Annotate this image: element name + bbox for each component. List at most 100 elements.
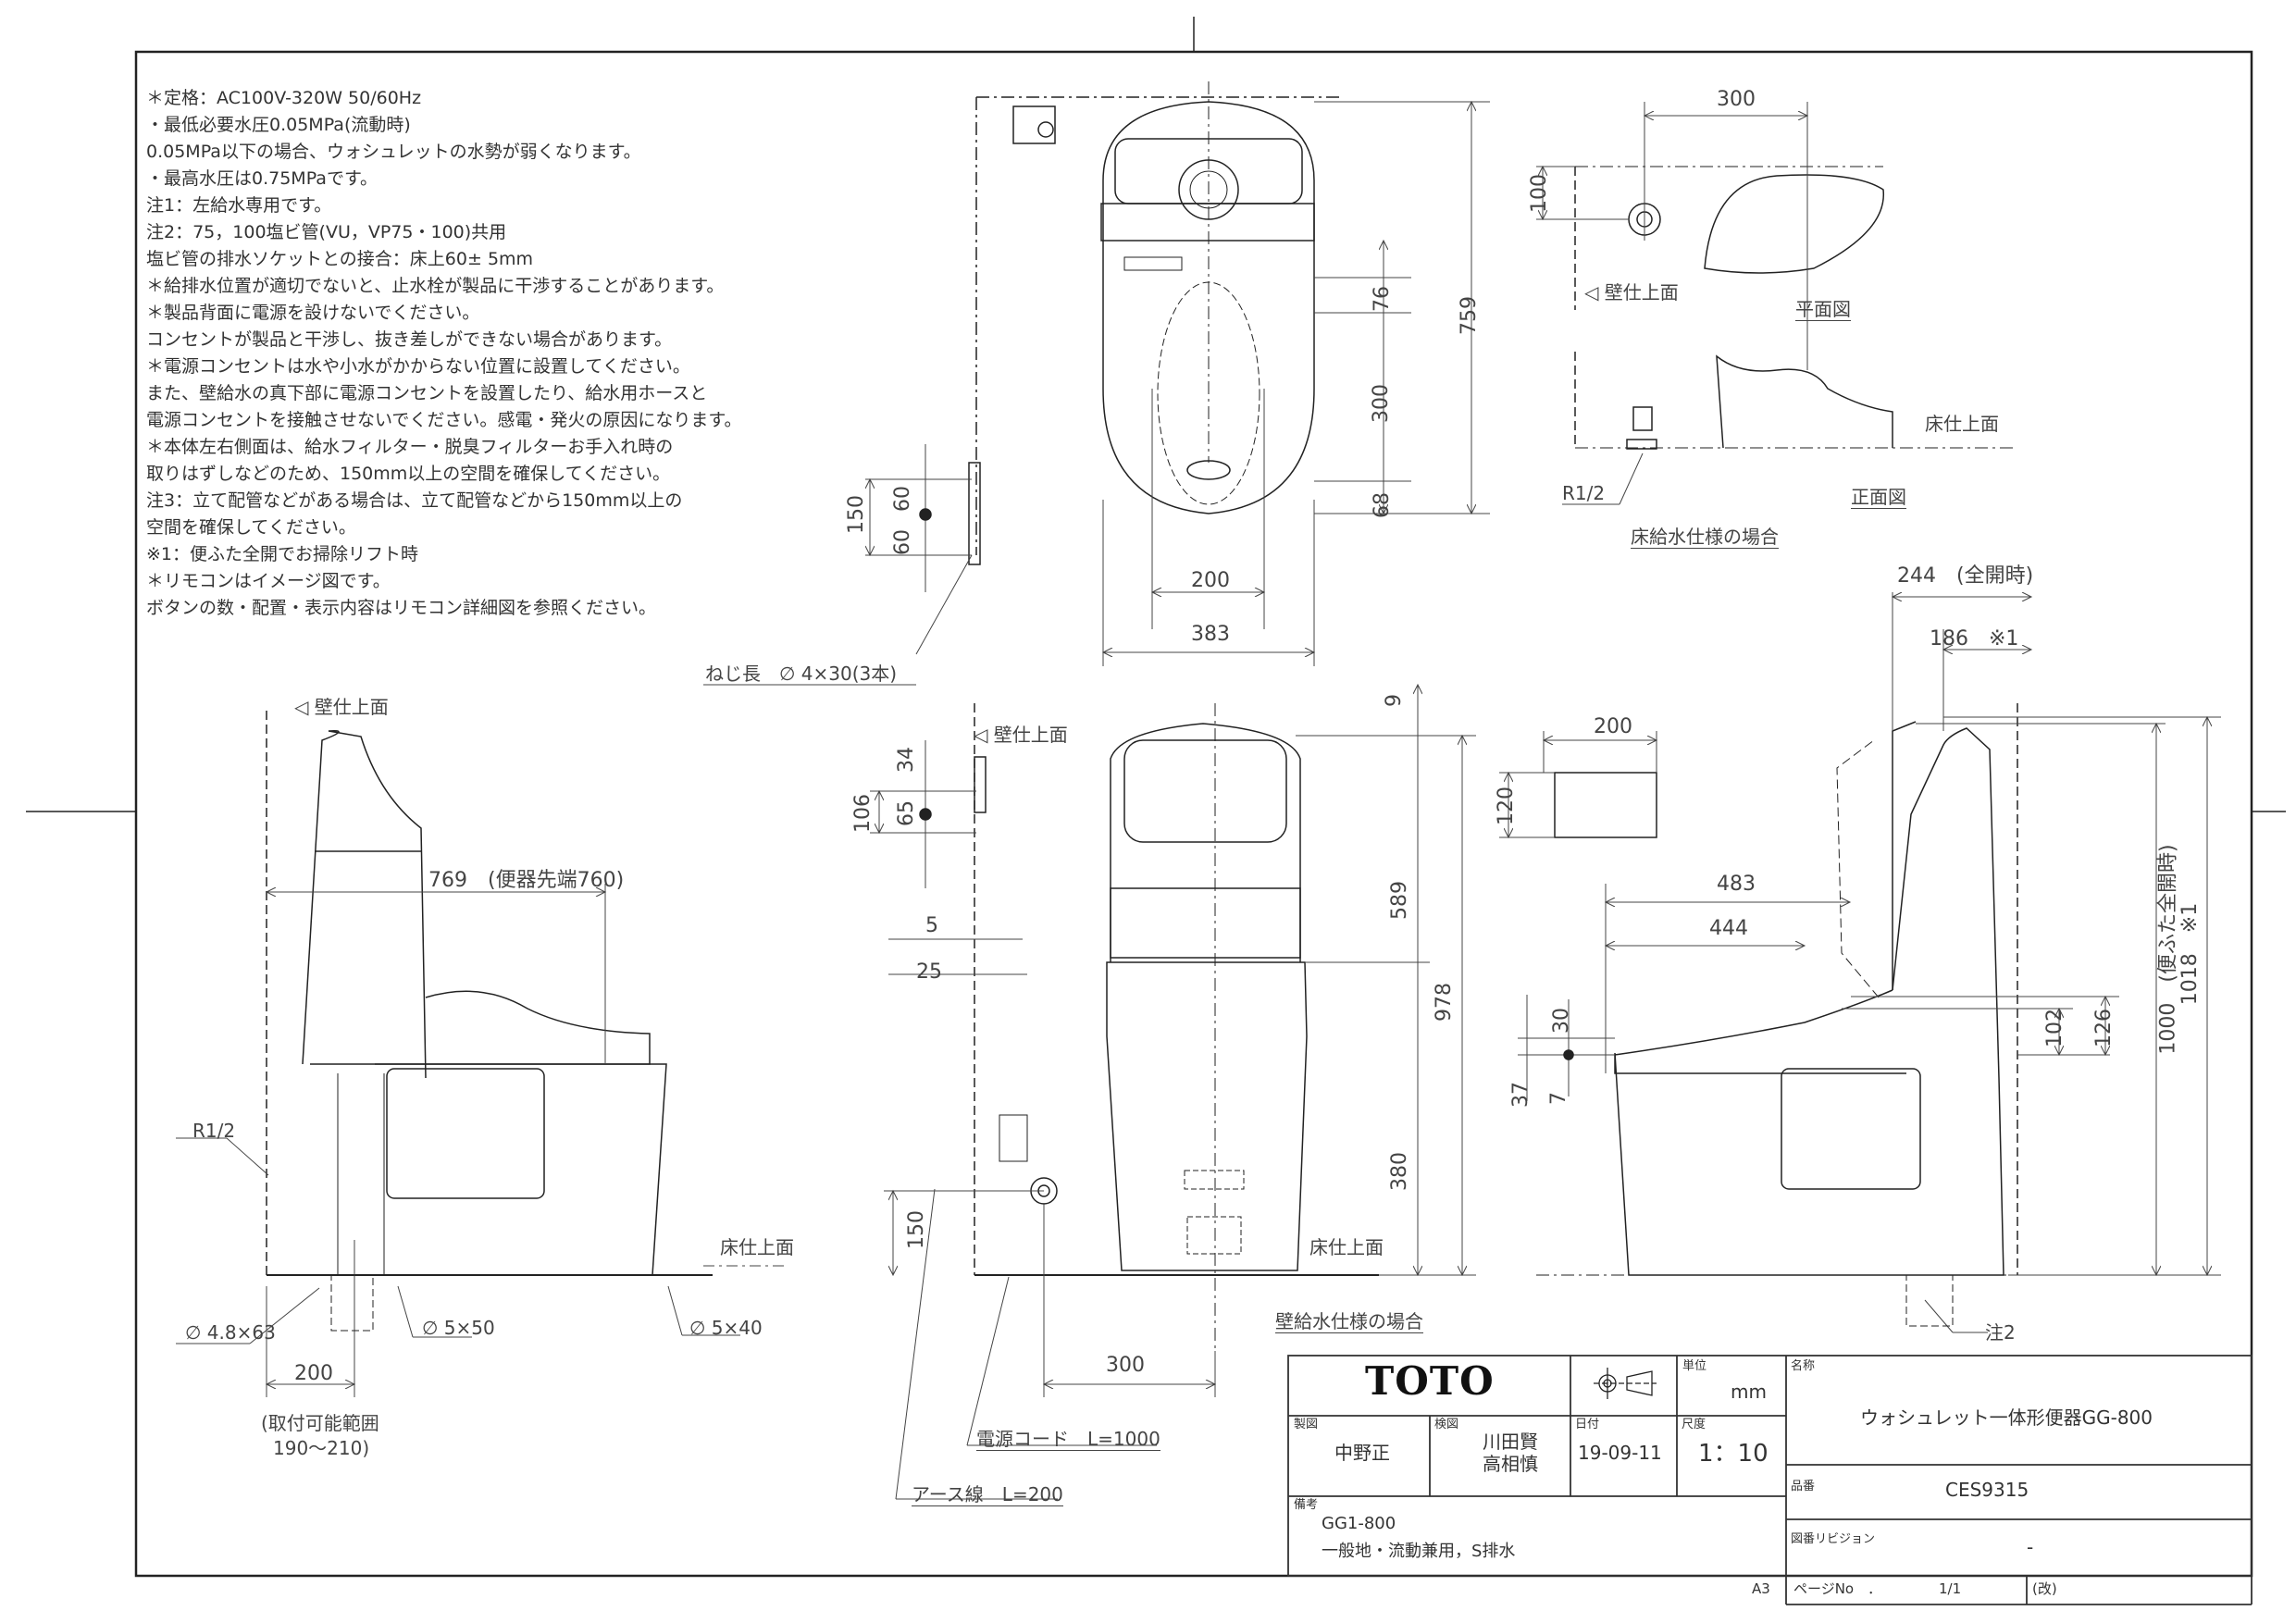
dim-68: 68 [1371, 492, 1394, 518]
revision-mark: (改) [2032, 1580, 2057, 1597]
dim-60-upper: 60 [891, 486, 914, 512]
checked-by-1: 川田賢 [1483, 1431, 1538, 1453]
dim-383: 383 [1191, 623, 1230, 646]
front-view-caption: 正面図 [1851, 486, 1906, 509]
wall-finish-label-left: ◁ 壁仕上面 [294, 696, 389, 718]
dim-444: 444 [1709, 917, 1748, 940]
dim-300-front: 300 [1106, 1354, 1145, 1377]
dim-483: 483 [1717, 873, 1756, 896]
dim-60-lower: 60 [891, 529, 914, 555]
page-label: ページNo ． [1793, 1580, 1882, 1597]
note-line: ・最高水圧は0.75MPaです。 [146, 168, 379, 189]
note-line: 電源コンセントを接触させないでください。感電・発火の原因になります。 [146, 410, 742, 430]
dim-589: 589 [1388, 881, 1411, 920]
dim-380: 380 [1388, 1152, 1411, 1191]
floor-supply-caption: 床給水仕様の場合 [1631, 526, 1779, 549]
front-view [870, 685, 1476, 1500]
dim-769: 769 (便器先端760) [428, 869, 625, 892]
dim-34: 34 [895, 747, 918, 773]
note-line: 注3：立て配管などがある場合は、立て配管などから150mm以上の [146, 490, 683, 511]
unit-value: mm [1731, 1381, 1767, 1403]
note-line: 取りはずしなどのため、150mm以上の空間を確保してください。 [146, 464, 671, 484]
scale-label: 尺度 [1682, 1418, 1706, 1431]
note-line: ・最低必要水圧0.05MPa(流動時) [146, 115, 411, 135]
top-plan-view [703, 81, 1490, 686]
screw-label: ねじ長 ∅ 4×30(3本) [705, 663, 898, 685]
floor-finish-label-front: 床仕上面 [1309, 1236, 1384, 1258]
dim-186: 186 ※1 [1930, 627, 2019, 650]
dim-25: 25 [916, 960, 942, 984]
r-half-label: R1/2 [1562, 482, 1606, 504]
remarks-line-2: 一般地・流動兼用，S排水 [1322, 1542, 1516, 1561]
third-angle-projection-icon [1594, 1368, 1657, 1399]
note-line: ＊定格：AC100V-320W 50/60Hz [146, 88, 422, 108]
dim-1000: 1000 (便ふた全開時) [2156, 844, 2180, 1055]
power-cord-label: 電源コード L=1000 [976, 1428, 1160, 1451]
floor-supply-detail [1536, 102, 2017, 505]
dim-100: 100 [1528, 174, 1551, 213]
remarks-line-1: GG1-800 [1322, 1514, 1396, 1533]
dim-102: 102 [2043, 1009, 2066, 1047]
dim-65: 65 [895, 800, 918, 826]
date-label: 日付 [1575, 1418, 1600, 1431]
dim-106: 106 [851, 794, 875, 833]
dim-126: 126 [2092, 1009, 2116, 1047]
note-line: 空間を確保してください。 [146, 517, 356, 538]
dim-300: 300 [1370, 384, 1393, 423]
dim-244: 244 (全開時) [1897, 564, 2034, 588]
note-line: ＊リモコンはイメージ図です。 [146, 571, 391, 591]
note-line: また、壁給水の真下部に電源コンセントを設置したり、給水用ホースと [146, 383, 708, 403]
note-line: コンセントが製品と干渉し、抜き差しができない場合があります。 [146, 329, 673, 350]
dim-7: 7 [1547, 1092, 1570, 1105]
note-line: ＊電源コンセントは水や小水がかからない位置に設置してください。 [146, 356, 690, 377]
range-label-1: (取付可能範囲 [261, 1412, 379, 1434]
general-notes: ＊定格：AC100V-320W 50/60Hz ・最低必要水圧0.05MPa(流… [146, 85, 742, 622]
note-line: 0.05MPa以下の場合、ウォシュレットの水勢が弱くなります。 [146, 142, 641, 162]
dim-300-floor: 300 [1717, 88, 1756, 111]
dim-30: 30 [1550, 1008, 1573, 1034]
left-side-view [176, 711, 787, 1397]
dim-200: 200 [1191, 569, 1230, 592]
dim-9: 9 [1383, 694, 1406, 707]
note-line: ボタンの数・配置・表示内容はリモコン詳細図を参照ください。 [146, 598, 657, 618]
note-line: 注1：左給水専用です。 [146, 195, 332, 216]
remarks-label: 備考 [1294, 1498, 1319, 1512]
earth-wire-label: アース線 L=200 [912, 1483, 1063, 1506]
note-line: ＊給排水位置が適切でないと、止水栓が製品に干渉することがあります。 [146, 276, 725, 296]
page-number: 1/1 [1939, 1580, 1962, 1597]
drawn-label: 製図 [1294, 1418, 1319, 1431]
dim-37: 37 [1509, 1082, 1533, 1108]
date-value: 19-09-11 [1578, 1442, 1662, 1464]
dim-759: 759 [1458, 296, 1481, 335]
note-line: 塩ビ管の排水ソケットとの接合：床上60± 5mm [146, 249, 534, 269]
unit-label: 単位 [1682, 1359, 1707, 1373]
plan-view-caption: 平面図 [1795, 298, 1851, 321]
dim-120: 120 [1495, 787, 1518, 825]
note-line: ＊本体左右側面は、給水フィルター・脱臭フィルターお手入れ時の [146, 437, 674, 457]
checked-by-2: 高相慎 [1483, 1453, 1538, 1475]
dim-5: 5 [925, 914, 938, 937]
note-line: 注2：75，100塩ビ管(VU，VP75・100)共用 [146, 222, 507, 242]
product-name: ウォシュレット一体形便器GG-800 [1860, 1406, 2153, 1429]
screw-4-8x63: ∅ 4.8×63 [185, 1321, 276, 1344]
title-block [1287, 1355, 2253, 1605]
scale-value: 1：10 [1698, 1440, 1769, 1468]
revision-value: - [2027, 1536, 2034, 1558]
dim-200-right: 200 [1594, 715, 1632, 738]
dim-200-left: 200 [294, 1362, 333, 1385]
dim-1018: 1018 ※1 [2178, 902, 2203, 1006]
part-number: CES9315 [1945, 1479, 2029, 1501]
drawn-by: 中野正 [1334, 1442, 1390, 1464]
wall-supply-caption: 壁給水仕様の場合 [1275, 1310, 1423, 1333]
wall-finish-label: ◁ 壁仕上面 [1584, 281, 1679, 304]
r-half-label-left: R1/2 [192, 1120, 236, 1142]
dim-76: 76 [1371, 286, 1394, 312]
name-label: 名称 [1791, 1359, 1816, 1373]
floor-finish-label: 床仕上面 [1925, 413, 1999, 435]
revision-label: 図番リビジョン [1791, 1532, 1876, 1546]
dim-978: 978 [1433, 983, 1456, 1022]
checked-label: 検図 [1434, 1418, 1459, 1431]
dim-150-front: 150 [905, 1210, 928, 1249]
screw-5x50: ∅ 5×50 [422, 1317, 495, 1339]
